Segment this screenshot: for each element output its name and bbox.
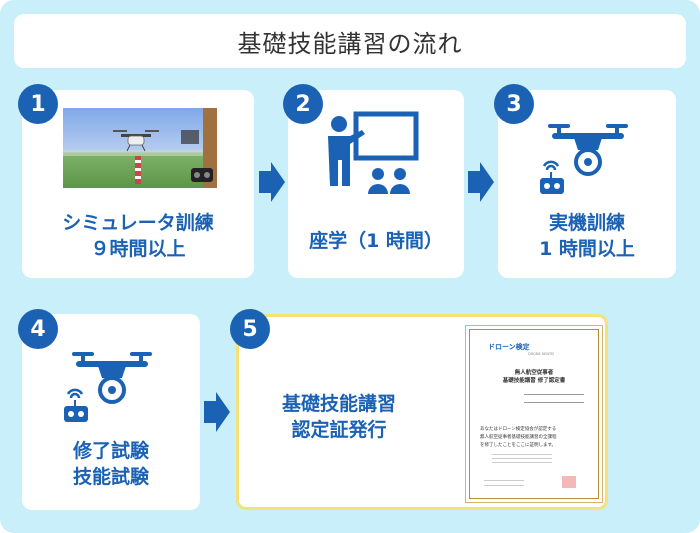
certificate-body-line3: を修了したことをここに証明します。 <box>480 443 557 448</box>
certificate-body-line1: あなたはドローン検定協会が認定する <box>480 427 557 432</box>
arrow-right-icon <box>468 162 494 202</box>
step-3-line2: 1 時間以上 <box>539 238 635 260</box>
certificate-body-line2: 無人航空従事者基礎技能講習の全課程 <box>480 435 557 440</box>
step-3-number: 3 <box>506 91 522 117</box>
certificate-detail-line <box>484 480 524 481</box>
certificate-body: あなたはドローン検定協会が認定する 無人航空従事者基礎技能講習の全課程 を修了し… <box>480 426 592 450</box>
step-3-label: 実機訓練 1 時間以上 <box>498 210 676 262</box>
certificate-title-line2: 基礎技能講習 修了認定書 <box>502 378 566 384</box>
certificate-detail-line <box>492 454 552 455</box>
step-4-number: 4 <box>30 316 46 342</box>
step-5-label: 基礎技能講習 認定証発行 <box>239 391 439 443</box>
certificate-field-line <box>524 394 584 395</box>
step-5-number: 5 <box>242 316 258 342</box>
drone-controller-icon <box>64 346 160 430</box>
step-5-line2: 認定証発行 <box>291 419 387 441</box>
step-4-line2: 技能試験 <box>72 466 149 488</box>
certificate-detail-line <box>492 462 552 463</box>
certificate-field-line <box>524 402 584 403</box>
certificate-detail-line <box>484 485 524 486</box>
step-3-card: 実機訓練 1 時間以上 <box>498 90 676 278</box>
certificate-brand: ドローン検定 <box>488 343 530 351</box>
certificate-image: ドローン検定 DRONE KENTEI 無人航空従事者 基礎技能講習 修了認定書… <box>469 329 599 499</box>
arrow-right-icon <box>259 162 285 202</box>
arrow-right-icon <box>204 392 230 432</box>
teacher-whiteboard-icon <box>326 110 422 204</box>
page-title-text: 基礎技能講習の流れ <box>237 29 463 58</box>
step-1-line1: シミュレータ訓練 <box>62 212 214 234</box>
step-1-label: シミュレータ訓練 ９時間以上 <box>22 210 254 262</box>
page-title: 基礎技能講習の流れ <box>14 14 686 68</box>
drone-controller-icon <box>540 118 636 202</box>
step-3-badge: 3 <box>494 84 534 124</box>
step-4-line1: 修了試験 <box>72 440 149 462</box>
step-1-badge: 1 <box>18 84 58 124</box>
step-2-card: 座学（1 時間） <box>288 90 464 278</box>
step-4-badge: 4 <box>18 309 58 349</box>
certificate-title-line1: 無人航空従事者 <box>514 370 554 376</box>
step-1-line2: ９時間以上 <box>90 238 186 260</box>
simulator-screenshot <box>63 108 217 192</box>
step-5-card: 基礎技能講習 認定証発行 ドローン検定 DRONE KENTEI 無人航空従事者… <box>236 314 608 510</box>
step-4-label: 修了試験 技能試験 <box>22 438 200 490</box>
step-2-number: 2 <box>295 91 311 117</box>
certificate-detail-line <box>492 458 552 459</box>
certificate-seal <box>562 476 576 488</box>
step-2-label: 座学（1 時間） <box>288 228 464 254</box>
step-1-card: シミュレータ訓練 ９時間以上 <box>22 90 254 278</box>
step-4-card: 修了試験 技能試験 <box>22 314 200 510</box>
step-1-number: 1 <box>30 91 46 117</box>
step-2-badge: 2 <box>283 84 323 124</box>
step-5-badge: 5 <box>230 309 270 349</box>
step-2-line1: 座学（1 時間） <box>309 230 443 252</box>
step-3-line1: 実機訓練 <box>548 212 625 234</box>
certificate-brand-sub: DRONE KENTEI <box>528 352 555 356</box>
step-5-line1: 基礎技能講習 <box>281 393 396 415</box>
